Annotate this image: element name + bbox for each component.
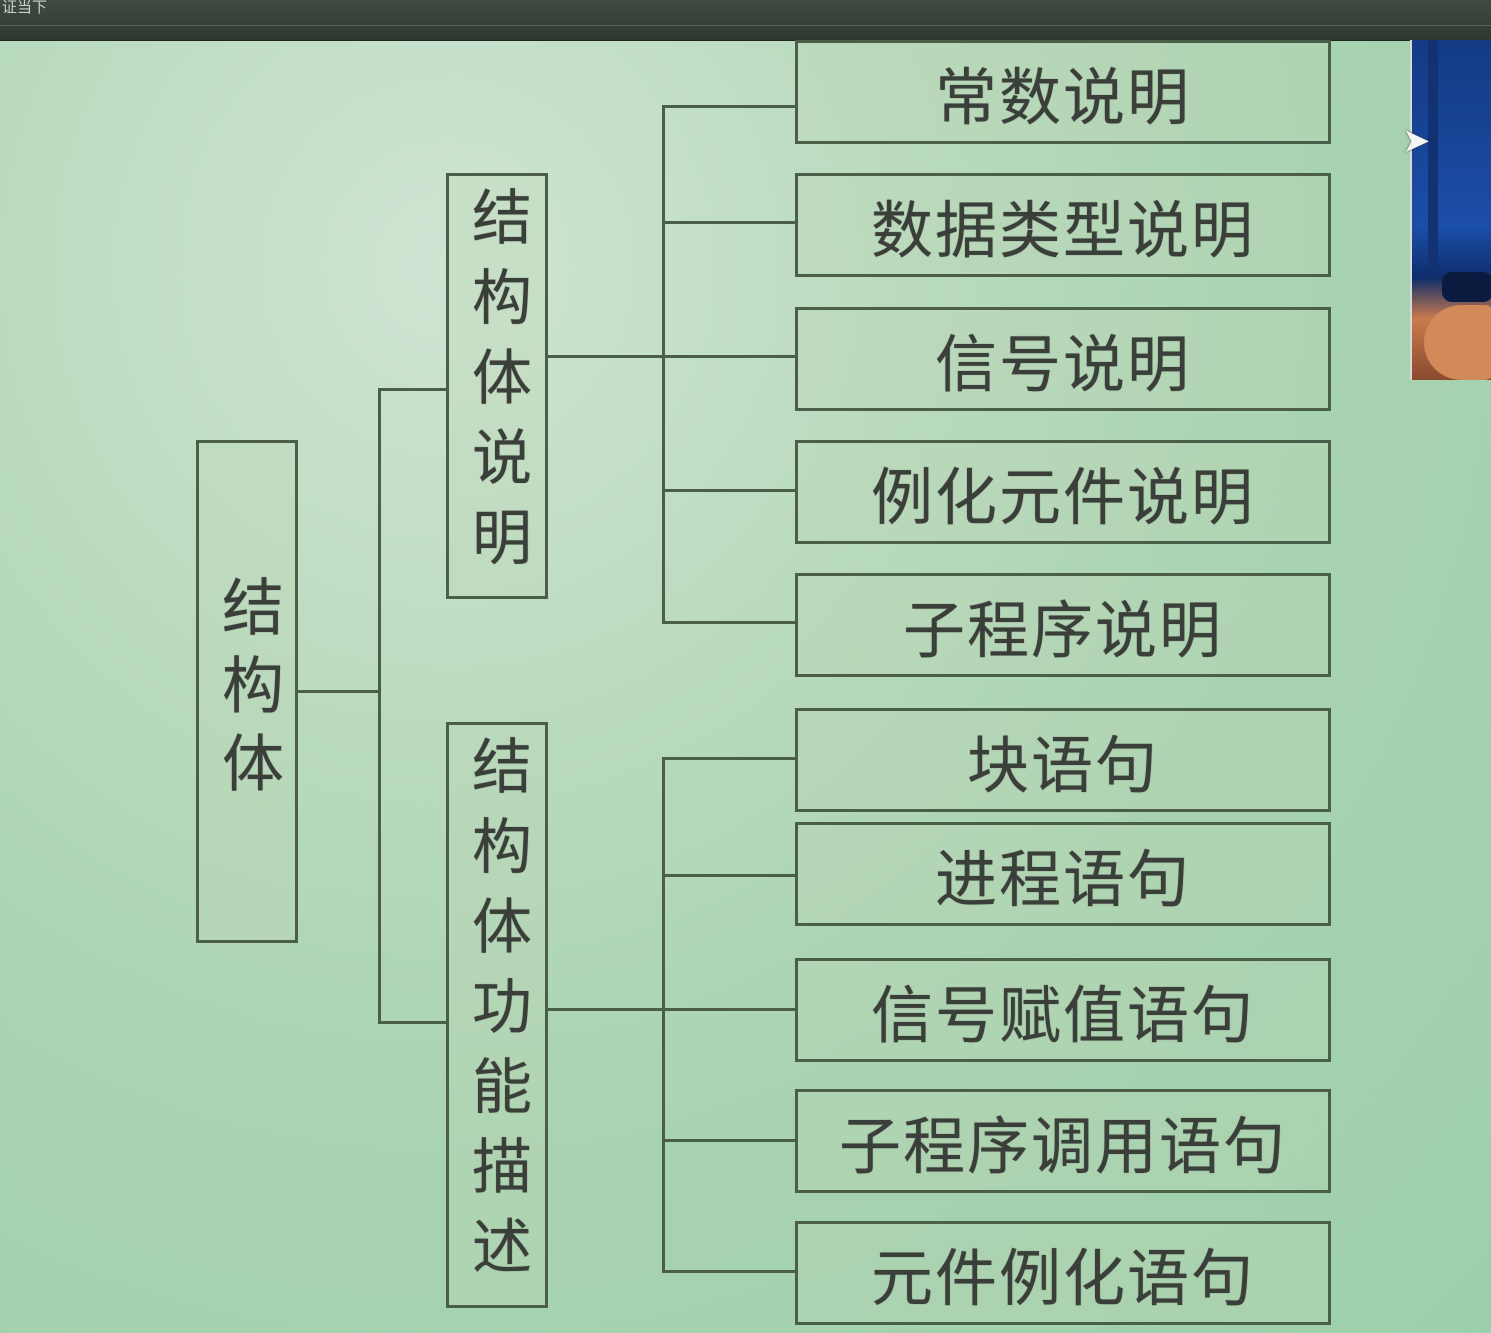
item-node: 子程序说明 <box>795 573 1331 677</box>
item-node-label: 块语句 <box>966 729 1159 802</box>
group-node-label: 结构体说明 <box>461 186 532 586</box>
video-background-stripe <box>1428 40 1438 270</box>
group-node-structure-description: 结构体功能描述 <box>446 722 548 1308</box>
connector-group2-trunk <box>662 757 665 1273</box>
item-node: 块语句 <box>795 708 1331 812</box>
connector-groups-trunk <box>378 388 381 1024</box>
connector-group1-trunk <box>662 105 665 624</box>
item-node: 元件例化语句 <box>795 1221 1331 1325</box>
connector-group1-in <box>378 388 448 391</box>
connector-g2-item4 <box>662 1139 796 1142</box>
item-node: 数据类型说明 <box>795 173 1331 277</box>
presenter-video-thumbnail[interactable] <box>1410 40 1491 380</box>
connector-group1-out <box>546 355 796 358</box>
root-node: 结构体 <box>196 440 298 943</box>
connector-g1-item1 <box>662 105 796 108</box>
connector-g1-item2 <box>662 221 796 224</box>
title-bar: 证当下 <box>0 0 1491 41</box>
connector-g2-item2 <box>662 874 796 877</box>
connector-group2-out <box>546 1008 796 1011</box>
item-node-label: 常数说明 <box>934 61 1191 134</box>
item-node-label: 进程语句 <box>934 843 1191 916</box>
connector-g1-item5 <box>662 621 796 624</box>
video-presenter-arm <box>1424 305 1491 380</box>
item-node: 子程序调用语句 <box>795 1089 1331 1193</box>
item-node: 信号赋值语句 <box>795 958 1331 1062</box>
title-bar-divider <box>0 25 1491 26</box>
item-node-label: 数据类型说明 <box>870 194 1255 267</box>
item-node: 常数说明 <box>795 40 1331 144</box>
connector-g2-item5 <box>662 1270 796 1273</box>
item-node: 例化元件说明 <box>795 440 1331 544</box>
mouse-cursor-icon: ➤ <box>1402 121 1431 161</box>
item-node-label: 信号说明 <box>934 328 1191 401</box>
group-node-label: 结构体功能描述 <box>461 735 532 1295</box>
connector-root <box>297 690 380 693</box>
root-node-label: 结构体 <box>211 574 284 809</box>
connector-g1-item4 <box>662 489 796 492</box>
connector-g2-item1 <box>662 757 796 760</box>
item-node: 信号说明 <box>795 307 1331 411</box>
item-node: 进程语句 <box>795 822 1331 926</box>
item-node-label: 子程序调用语句 <box>838 1110 1287 1183</box>
window-caption: 证当下 <box>2 0 48 16</box>
video-shadow-region <box>1442 272 1491 302</box>
connector-group2-in <box>378 1021 448 1024</box>
item-node-label: 例化元件说明 <box>870 461 1255 534</box>
item-node-label: 信号赋值语句 <box>870 979 1255 1052</box>
item-node-label: 子程序说明 <box>902 594 1223 667</box>
group-node-structure-declaration: 结构体说明 <box>446 173 548 599</box>
item-node-label: 元件例化语句 <box>870 1242 1255 1315</box>
